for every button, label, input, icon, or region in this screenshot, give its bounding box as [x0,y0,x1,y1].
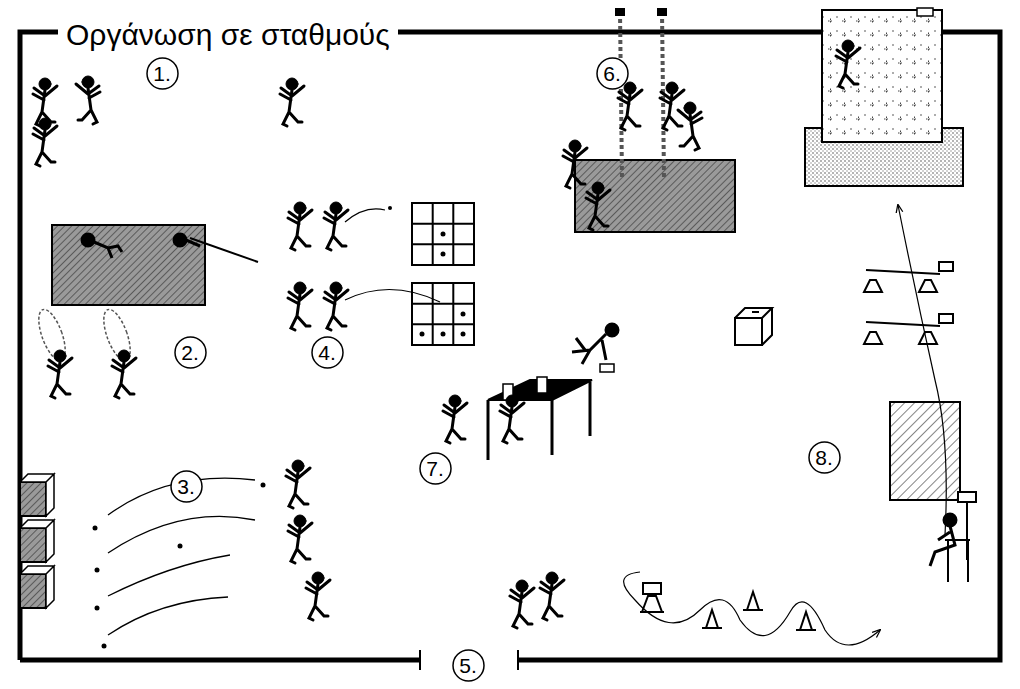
person-figure [660,82,684,130]
hoop [33,306,135,364]
callout-number: 4. [318,342,336,363]
grid-target [412,203,474,345]
callout-number: 6. [603,63,621,84]
person-figure [586,182,610,230]
person-figure [500,395,524,443]
cube [735,308,772,345]
person-figure [112,350,136,398]
person-figure [443,395,467,443]
person-figure [618,82,642,130]
person-figure [280,78,304,126]
callout-circle: 3. [170,470,203,503]
throw-path [108,478,255,635]
target-box [20,482,46,608]
person-figure [678,102,702,150]
callout-circle: 4. [311,336,344,369]
person-figure [288,515,312,563]
person-figure [33,118,57,166]
callout-number: 5. [459,655,477,676]
person-figure [288,282,312,330]
callout-circle: 5. [452,649,485,682]
vaulting-block [890,402,960,500]
person-figure [563,140,587,188]
rope [620,12,664,178]
callout-circle: 2. [174,336,207,369]
chair [945,492,976,582]
person-figure [286,460,310,508]
callout-circle: 6. [596,57,629,90]
mat [52,225,205,305]
balance-board [864,262,953,344]
person-figure [48,350,72,398]
person-figure [324,282,348,330]
callout-number: 3. [177,476,195,497]
callout-number: 8. [815,447,833,468]
bench [575,160,735,232]
person-figure [324,202,348,250]
callout-circle: 1. [146,57,179,90]
person-figure [82,234,956,566]
callout-number: 7. [426,458,444,479]
cone [640,583,816,630]
person-figure [288,202,312,250]
title: Οργάνωση σε σταθμούς [58,16,398,54]
callout-circle: 7. [419,452,452,485]
callout-circle: 8. [808,441,841,474]
callout-number: 1. [153,63,171,84]
person-figure [836,40,860,88]
person-figure [76,76,100,124]
trampoline [822,10,942,142]
course-path [898,205,946,535]
callout-number: 2. [181,342,199,363]
course-path [624,572,880,645]
person-figure [510,580,534,628]
person-figure [540,572,564,620]
person-figure [306,572,330,620]
